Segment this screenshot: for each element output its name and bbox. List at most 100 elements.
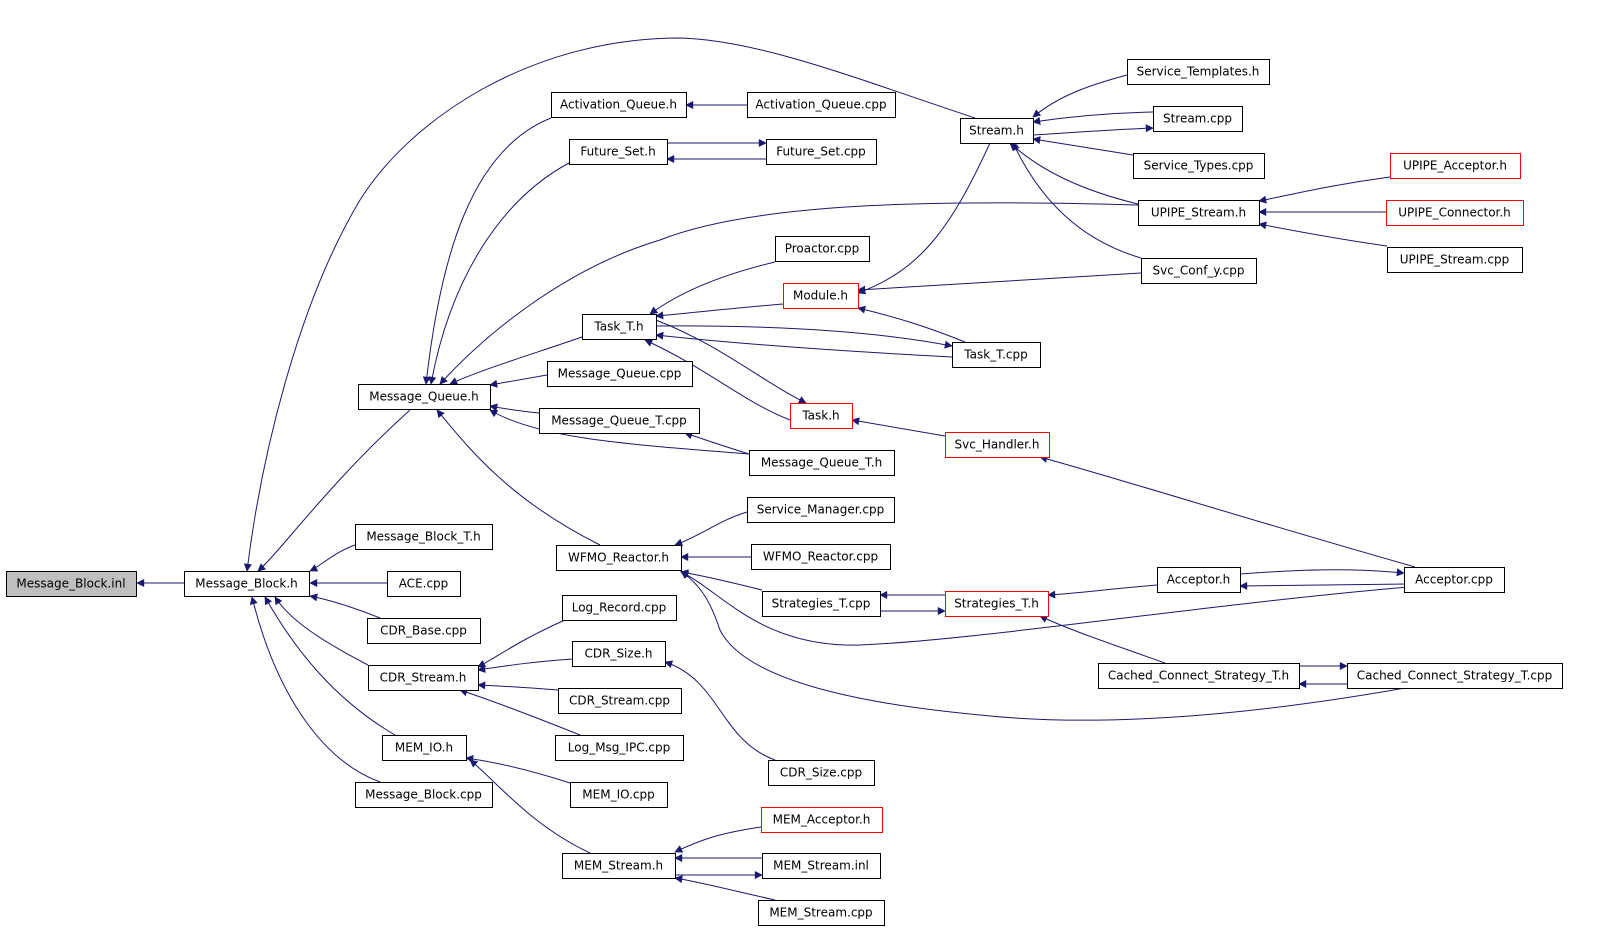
node-log-msg-ipc-cpp[interactable]: Log_Msg_IPC.cpp <box>555 735 684 761</box>
node-box <box>358 384 491 410</box>
node-cdr-stream-h[interactable]: CDR_Stream.h <box>368 665 479 691</box>
node-label: WFMO_Reactor.cpp <box>763 550 878 564</box>
edge-stream_cpp-to-stream_h <box>1032 111 1154 125</box>
node-module-h[interactable]: Module.h <box>783 283 859 309</box>
edge-upipe_stream_h-to-message_queue_h <box>439 202 1139 385</box>
node-box <box>1390 153 1521 179</box>
node-wfmo-reactor-h[interactable]: WFMO_Reactor.h <box>556 545 682 571</box>
node-box <box>355 782 493 808</box>
node-box <box>747 92 896 118</box>
edge-message_block_cpp-to-message_block_h <box>249 596 381 783</box>
node-label: Message_Queue_T.cpp <box>551 414 687 428</box>
node-strategies-t-h[interactable]: Strategies_T.h <box>945 591 1049 617</box>
node-future-set-cpp[interactable]: Future_Set.cpp <box>766 139 877 165</box>
node-mem-acceptor-h[interactable]: MEM_Acceptor.h <box>761 807 883 833</box>
node-service-types-cpp[interactable]: Service_Types.cpp <box>1133 153 1265 179</box>
node-task-t-h[interactable]: Task_T.h <box>582 314 657 340</box>
edge-task_t_h-to-message_queue_h <box>449 336 583 385</box>
edge-cdr_base_cpp-to-message_block_h <box>309 593 381 619</box>
node-label: UPIPE_Stream.h <box>1151 206 1246 220</box>
node-strategies-t-cpp[interactable]: Strategies_T.cpp <box>762 591 881 617</box>
node-box <box>1157 567 1241 593</box>
node-message-queue-t-h[interactable]: Message_Queue_T.h <box>749 450 895 476</box>
edge-mem_acceptor_h-to-mem_stream_h <box>674 826 762 853</box>
node-label: Message_Queue.cpp <box>558 367 682 381</box>
edge-task_t_cpp-to-task_t_h <box>655 331 953 358</box>
node-box <box>1127 59 1270 85</box>
node-cached-connect-strategy-t-cpp[interactable]: Cached_Connect_Strategy_T.cpp <box>1347 663 1563 689</box>
node-task-h[interactable]: Task.h <box>790 403 853 429</box>
node-box <box>768 760 875 786</box>
node-acceptor-h[interactable]: Acceptor.h <box>1157 567 1241 593</box>
node-upipe-stream-h[interactable]: UPIPE_Stream.h <box>1138 200 1260 226</box>
edge-mem_io_h-to-message_block_h <box>264 596 396 736</box>
node-wfmo-reactor-cpp[interactable]: WFMO_Reactor.cpp <box>751 544 891 570</box>
node-box <box>1387 247 1523 273</box>
node-proactor-cpp[interactable]: Proactor.cpp <box>775 236 870 262</box>
node-label: Future_Set.cpp <box>776 145 866 159</box>
node-message-block-cpp[interactable]: Message_Block.cpp <box>355 782 493 808</box>
edge-upipe_stream_h-to-stream_h <box>1009 142 1139 205</box>
node-label: Acceptor.cpp <box>1415 573 1493 587</box>
node-mem-io-h[interactable]: MEM_IO.h <box>382 735 467 761</box>
edge-proactor_cpp-to-task_t_h <box>649 261 776 315</box>
node-upipe-acceptor-h[interactable]: UPIPE_Acceptor.h <box>1390 153 1521 179</box>
node-service-templates-h[interactable]: Service_Templates.h <box>1127 59 1270 85</box>
node-service-manager-cpp[interactable]: Service_Manager.cpp <box>747 497 895 523</box>
node-message-block-inl[interactable]: Message_Block.inl <box>6 571 137 597</box>
edge-acceptor_cpp-to-wfmo_reactor_h <box>680 571 1409 646</box>
node-mem-stream-inl[interactable]: MEM_Stream.inl <box>762 853 881 879</box>
node-task-t-cpp[interactable]: Task_T.cpp <box>952 342 1041 368</box>
edge-cdr_size_h-to-cdr_stream_h <box>477 658 573 673</box>
node-message-queue-cpp[interactable]: Message_Queue.cpp <box>547 361 693 387</box>
node-message-queue-h[interactable]: Message_Queue.h <box>358 384 491 410</box>
node-svc-handler-h[interactable]: Svc_Handler.h <box>945 432 1050 458</box>
edge-activation_queue_h-to-message_queue_h <box>422 117 552 385</box>
node-cdr-base-cpp[interactable]: CDR_Base.cpp <box>367 618 481 644</box>
node-stream-h[interactable]: Stream.h <box>960 118 1034 144</box>
node-box <box>1138 200 1260 226</box>
edge-svc_handler_h-to-task_h <box>851 417 946 437</box>
edge-task_t_h-to-task_h <box>655 319 807 404</box>
node-svc-conf-y-cpp[interactable]: Svc_Conf_y.cpp <box>1141 258 1257 284</box>
edge-mem_stream_h-to-mem_io_h <box>469 759 591 854</box>
node-box <box>547 361 693 387</box>
node-ace-cpp[interactable]: ACE.cpp <box>387 571 461 597</box>
edge-svc_conf_y_cpp-to-module_h <box>857 272 1142 294</box>
node-box <box>1404 567 1505 593</box>
node-label: MEM_Stream.cpp <box>769 906 872 920</box>
node-message-block-t-h[interactable]: Message_Block_T.h <box>355 524 493 550</box>
node-upipe-connector-h[interactable]: UPIPE_Connector.h <box>1386 200 1524 226</box>
node-message-block-h[interactable]: Message_Block.h <box>184 571 310 597</box>
node-mem-io-cpp[interactable]: MEM_IO.cpp <box>570 782 668 808</box>
node-activation-queue-h[interactable]: Activation_Queue.h <box>551 92 687 118</box>
node-activation-queue-cpp[interactable]: Activation_Queue.cpp <box>747 92 896 118</box>
node-acceptor-cpp[interactable]: Acceptor.cpp <box>1404 567 1505 593</box>
node-label: CDR_Size.h <box>584 647 652 661</box>
node-box <box>569 139 668 165</box>
node-cdr-size-h[interactable]: CDR_Size.h <box>572 641 666 667</box>
edge-cdr_stream_h-to-message_block_h <box>274 596 369 666</box>
edge-cached_connect_strategy_t_h-to-strategies_t_h <box>1039 615 1166 664</box>
edge-message_block_t_h-to-message_block_h <box>309 544 356 572</box>
node-box <box>382 735 467 761</box>
node-box <box>539 408 700 434</box>
node-future-set-h[interactable]: Future_Set.h <box>569 139 668 165</box>
edge-message_queue_t_h-to-message_queue_t_cpp <box>684 431 750 455</box>
node-box <box>1386 200 1524 226</box>
node-mem-stream-cpp[interactable]: MEM_Stream.cpp <box>758 900 885 926</box>
node-label: MEM_Stream.inl <box>773 859 869 873</box>
node-message-queue-t-cpp[interactable]: Message_Queue_T.cpp <box>539 408 700 434</box>
node-cached-connect-strategy-t-h[interactable]: Cached_Connect_Strategy_T.h <box>1098 663 1300 689</box>
edge-task_h-to-task_t_h <box>644 339 791 421</box>
node-label: Message_Block_T.h <box>366 530 480 544</box>
node-log-record-cpp[interactable]: Log_Record.cpp <box>562 595 677 621</box>
node-cdr-size-cpp[interactable]: CDR_Size.cpp <box>768 760 875 786</box>
node-box <box>556 545 682 571</box>
node-label: Service_Types.cpp <box>1144 159 1254 173</box>
node-cdr-stream-cpp[interactable]: CDR_Stream.cpp <box>558 688 682 714</box>
node-mem-stream-h[interactable]: MEM_Stream.h <box>562 853 676 879</box>
node-stream-cpp[interactable]: Stream.cpp <box>1153 106 1243 132</box>
node-upipe-stream-cpp[interactable]: UPIPE_Stream.cpp <box>1387 247 1523 273</box>
